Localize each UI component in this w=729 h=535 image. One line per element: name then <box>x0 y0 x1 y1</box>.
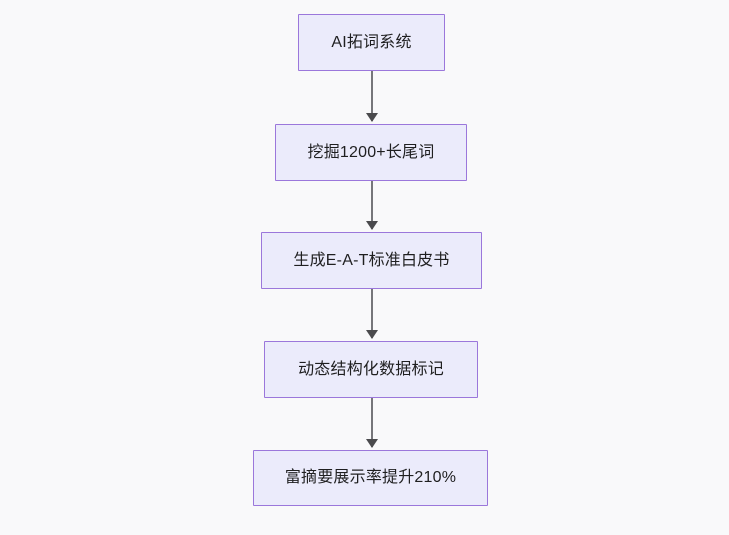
arrow-down-icon <box>365 113 378 122</box>
flowchart-edge-n3-n4 <box>363 289 381 339</box>
arrow-down-icon <box>365 330 378 339</box>
arrow-down-icon <box>365 221 378 230</box>
node-label: 富摘要展示率提升210% <box>284 469 457 487</box>
flowchart-edge-n1-n2 <box>363 71 381 122</box>
node-label: AI拓词系统 <box>331 33 412 51</box>
node-label: 挖掘1200+长尾词 <box>307 143 435 161</box>
flowchart-node-mine-longtail-keywords[interactable]: 挖掘1200+长尾词 <box>275 124 467 181</box>
flowchart-node-generate-eat-whitepaper[interactable]: 生成E-A-T标准白皮书 <box>261 232 482 289</box>
flowchart-node-rich-snippet-impression-lift[interactable]: 富摘要展示率提升210% <box>253 450 488 506</box>
node-label: 生成E-A-T标准白皮书 <box>293 251 450 269</box>
edge-line <box>371 398 373 447</box>
edge-line <box>371 289 373 338</box>
flowchart-node-ai-keyword-system[interactable]: AI拓词系统 <box>298 14 445 71</box>
flowchart-node-dynamic-structured-data-markup[interactable]: 动态结构化数据标记 <box>264 341 478 398</box>
edge-line <box>371 181 373 229</box>
node-label: 动态结构化数据标记 <box>298 360 444 378</box>
flowchart-edge-n4-n5 <box>363 398 381 448</box>
edge-line <box>371 71 373 121</box>
flowchart-edge-n2-n3 <box>363 181 381 230</box>
arrow-down-icon <box>365 439 378 448</box>
